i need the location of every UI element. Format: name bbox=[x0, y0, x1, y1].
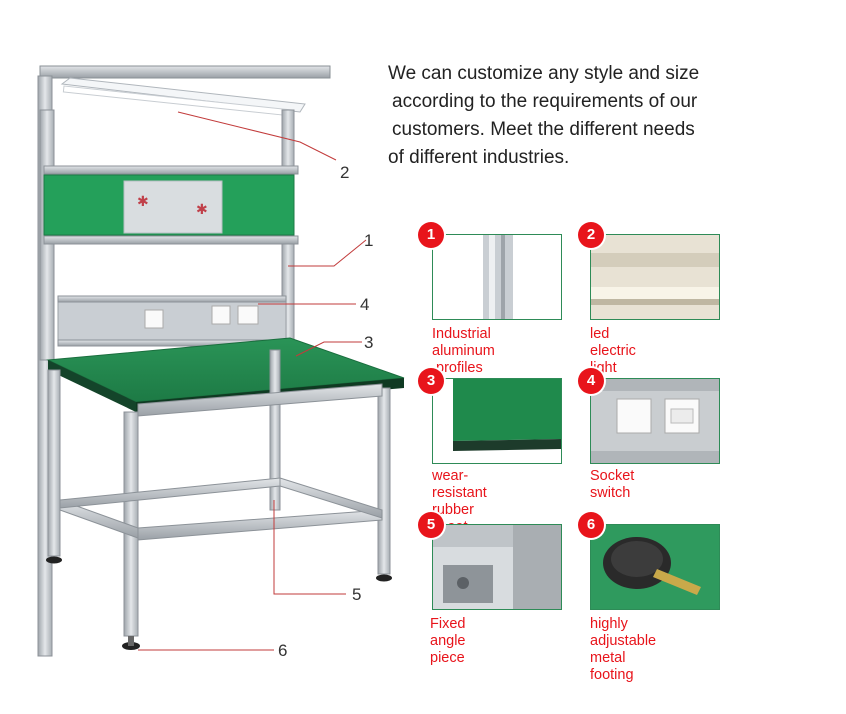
caption-line: profiles bbox=[436, 360, 483, 376]
feature-caption: Socket switch bbox=[590, 468, 634, 502]
feature-number-badge: 5 bbox=[418, 512, 444, 538]
svg-text:✱: ✱ bbox=[137, 193, 149, 209]
socket-rail bbox=[57, 295, 287, 347]
callout-3: 3 bbox=[364, 333, 373, 352]
feature-caption: Fixed angle piece bbox=[430, 616, 465, 667]
callout-1: 1 bbox=[364, 231, 373, 250]
intro-line: customers. Meet the different needs bbox=[392, 119, 695, 140]
intro-line: of different industries. bbox=[388, 147, 570, 168]
feature-number-badge: 1 bbox=[418, 222, 444, 248]
callout-6: 6 bbox=[278, 641, 287, 660]
socket-switch-photo bbox=[590, 378, 720, 464]
rubber-sheet-photo bbox=[432, 378, 562, 464]
callout-5: 5 bbox=[352, 585, 361, 604]
caption-line: led electric light bbox=[590, 326, 636, 376]
feature-caption: highly adjustable metal footing bbox=[590, 616, 656, 684]
caption-line: metal footing bbox=[590, 650, 634, 683]
feature-number-badge: 4 bbox=[578, 368, 604, 394]
led-light-bar bbox=[39, 65, 331, 117]
caption-line: highly adjustable bbox=[590, 616, 657, 649]
intro-line: We can customize any style and size bbox=[388, 63, 700, 84]
feature-caption: Industrial aluminum profiles bbox=[432, 326, 495, 377]
caption-line: Socket switch bbox=[590, 468, 635, 501]
intro-text: We can customize any style and size acco… bbox=[388, 60, 748, 172]
angle-piece-photo bbox=[432, 524, 562, 610]
metal-footing-photo bbox=[590, 524, 720, 610]
svg-text:✱: ✱ bbox=[196, 201, 208, 217]
caption-line: wear-resistant bbox=[432, 468, 487, 501]
callout-4: 4 bbox=[360, 295, 369, 314]
intro-line: according to the requirements of our bbox=[392, 91, 698, 112]
feature-number-badge: 6 bbox=[578, 512, 604, 538]
caption-line: Industrial aluminum bbox=[432, 326, 495, 359]
green-panel: ✱ ✱ bbox=[43, 174, 295, 236]
aluminum-profile-photo bbox=[432, 234, 562, 320]
feature-number-badge: 3 bbox=[418, 368, 444, 394]
caption-line: Fixed angle piece bbox=[430, 616, 466, 666]
workbench-illustration: ✱ ✱ 2 1 4 3 5 6 bbox=[37, 65, 405, 660]
feature-caption: led electric light bbox=[590, 326, 636, 377]
callout-2: 2 bbox=[340, 163, 349, 182]
led-light-photo bbox=[590, 234, 720, 320]
feature-number-badge: 2 bbox=[578, 222, 604, 248]
